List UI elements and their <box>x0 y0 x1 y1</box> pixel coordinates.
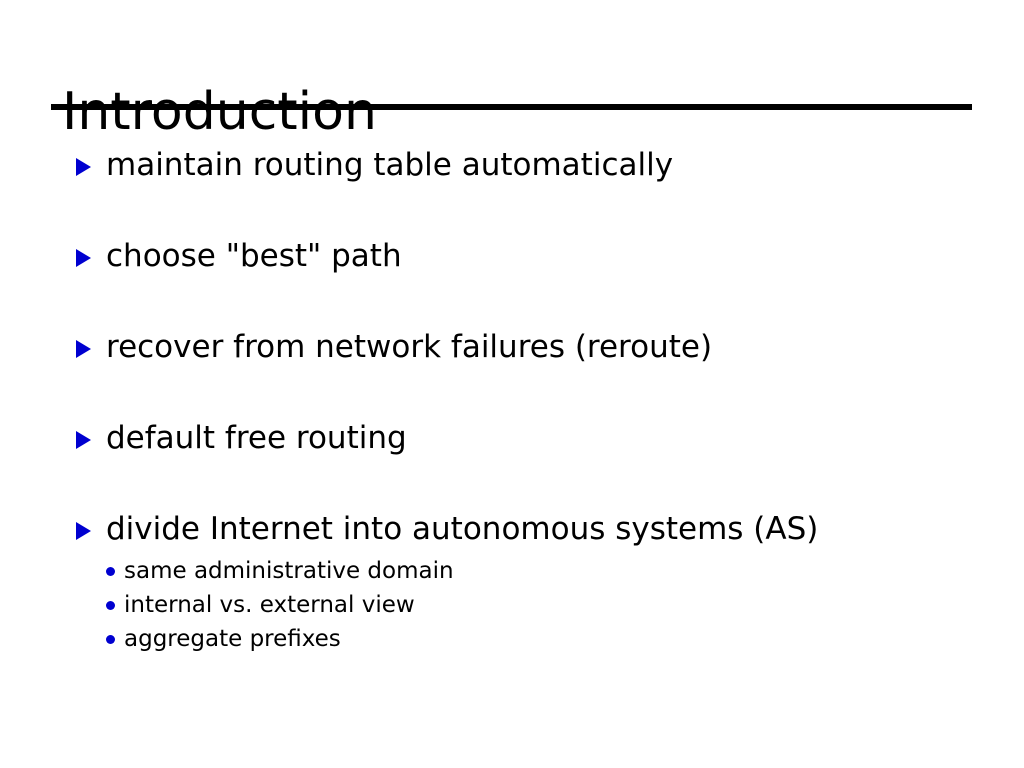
bullet-row: divide Internet into autonomous systems … <box>0 507 1024 552</box>
list-item: maintain routing table automatically <box>0 143 1024 188</box>
bullet-row: recover from network failures (reroute) <box>0 325 1024 370</box>
blue-dot-bullet-icon <box>106 588 124 610</box>
blue-triangle-bullet-icon <box>76 507 106 540</box>
list-item: default free routing <box>0 416 1024 461</box>
bullet-list: maintain routing table automatically cho… <box>0 143 1024 656</box>
sub-bullet-text: same administrative domain <box>124 558 454 584</box>
bullet-text: recover from network failures (reroute) <box>106 329 713 365</box>
bullet-row: maintain routing table automatically <box>0 143 1024 188</box>
bullet-row: choose "best" path <box>0 234 1024 279</box>
sub-bullet-text: aggregate prefixes <box>124 626 341 652</box>
bullet-text: choose "best" path <box>106 238 402 274</box>
sub-list-item: same administrative domain <box>0 554 1024 588</box>
blue-dot-bullet-icon <box>106 554 124 576</box>
bullet-text: divide Internet into autonomous systems … <box>106 511 819 547</box>
blue-triangle-bullet-icon <box>76 416 106 449</box>
list-item: recover from network failures (reroute) <box>0 325 1024 370</box>
title-divider <box>51 104 972 110</box>
bullet-row: default free routing <box>0 416 1024 461</box>
blue-dot-bullet-icon <box>106 622 124 644</box>
page-title: Introduction <box>62 81 377 142</box>
sub-list-item: internal vs. external view <box>0 588 1024 622</box>
list-item: divide Internet into autonomous systems … <box>0 507 1024 656</box>
sub-list-item: aggregate prefixes <box>0 622 1024 656</box>
blue-triangle-bullet-icon <box>76 325 106 358</box>
sub-bullet-text: internal vs. external view <box>124 592 415 618</box>
blue-triangle-bullet-icon <box>76 143 106 176</box>
list-item: choose "best" path <box>0 234 1024 279</box>
sub-bullet-list: same administrative domain internal vs. … <box>0 554 1024 656</box>
blue-triangle-bullet-icon <box>76 234 106 267</box>
bullet-text: maintain routing table automatically <box>106 147 674 183</box>
bullet-text: default free routing <box>106 420 407 456</box>
